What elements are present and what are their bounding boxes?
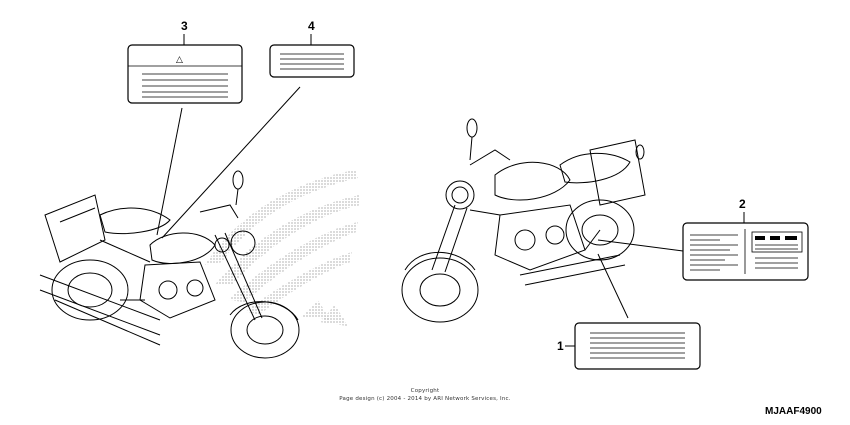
label-3: △ bbox=[127, 44, 243, 104]
motorcycle-left-icon bbox=[39, 170, 300, 359]
motorcycle-right-icon bbox=[401, 118, 646, 323]
copyright-line-1: Copyright bbox=[411, 388, 440, 394]
label-4 bbox=[269, 44, 355, 78]
callout-1: 1 bbox=[557, 339, 564, 353]
diagram-code: MJAAF4900 bbox=[765, 406, 822, 417]
label-2 bbox=[682, 222, 809, 281]
label-1 bbox=[574, 322, 701, 370]
callout-4: 4 bbox=[308, 19, 315, 33]
copyright-line-2: Page design (c) 2004 - 2014 by ARI Netwo… bbox=[339, 396, 511, 402]
callout-3: 3 bbox=[181, 19, 188, 33]
honda-wing-icon bbox=[205, 170, 360, 326]
callout-2: 2 bbox=[739, 197, 746, 211]
warning-symbol: △ bbox=[176, 55, 183, 65]
